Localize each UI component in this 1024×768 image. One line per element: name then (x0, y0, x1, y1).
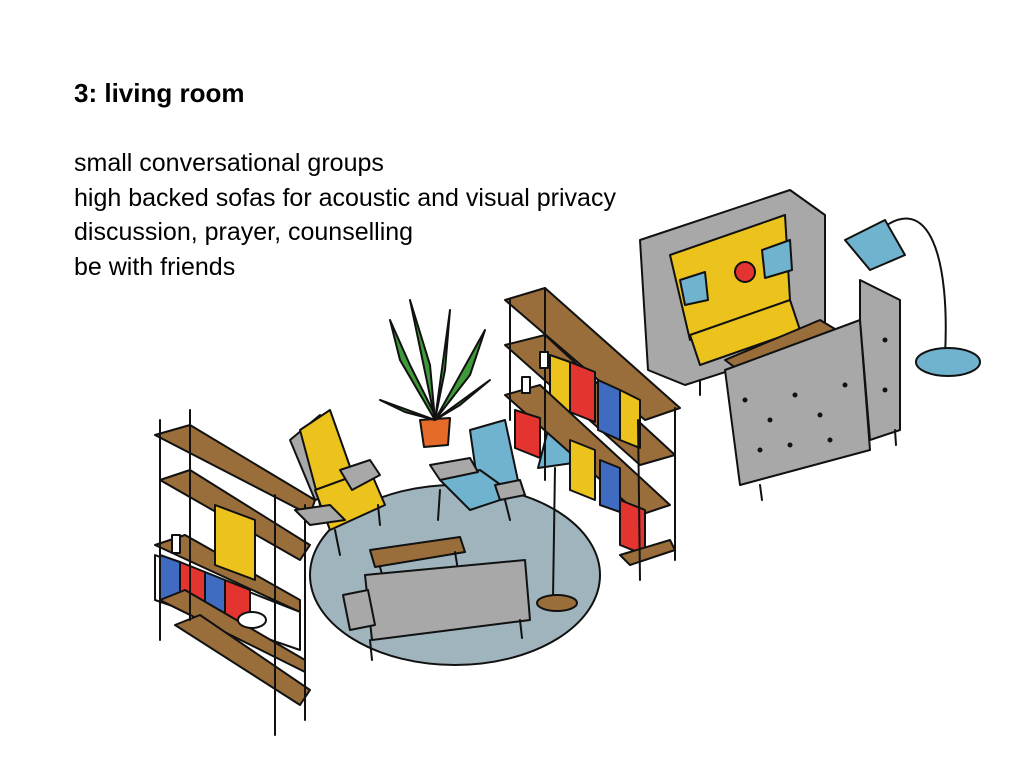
centre-shelf-unit (504, 287, 681, 581)
blue-armchair (429, 419, 526, 521)
bullet-item: high backed sofas for acoustic and visua… (74, 183, 616, 212)
grey-sofa (342, 559, 531, 661)
bullet-item: discussion, prayer, counselling (74, 218, 414, 246)
left-shelf-unit (154, 409, 316, 736)
potted-plant (379, 299, 491, 448)
slide-title: 3: living room (74, 78, 245, 108)
bullet-item: small conversational groups (74, 149, 384, 177)
high-back-booth (639, 189, 901, 501)
bullet-list: small conversational groups high backed … (74, 146, 616, 284)
arc-floor-lamp (844, 217, 981, 377)
yellow-armchair (289, 409, 386, 556)
bullet-item: be with friends (74, 252, 236, 281)
